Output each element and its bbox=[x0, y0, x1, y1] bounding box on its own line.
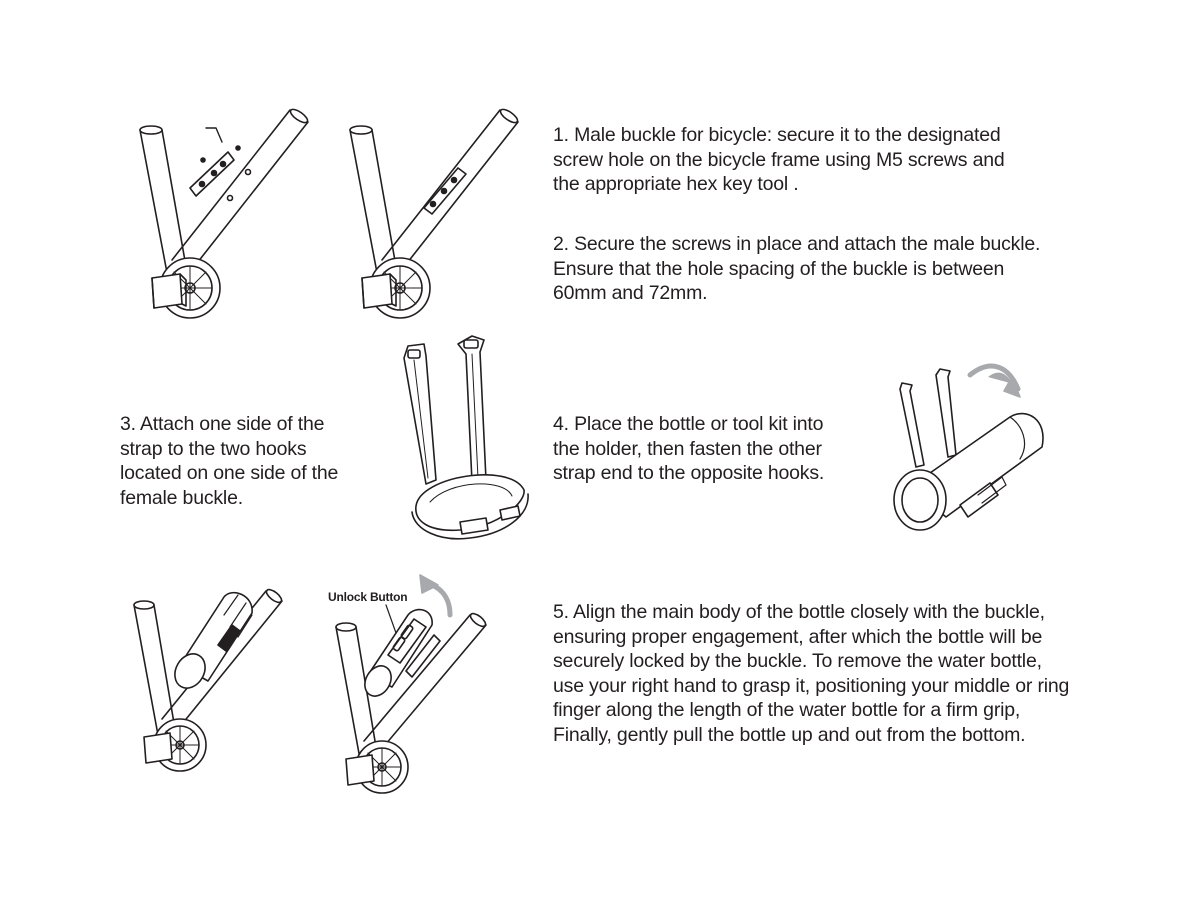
figure-step-4 bbox=[880, 355, 1060, 540]
step-4-text: 4. Place the bottle or tool kit into the… bbox=[553, 413, 825, 484]
unlock-button-label: Unlock Button bbox=[328, 590, 408, 604]
step-5-text: 5. Align the main body of the bottle clo… bbox=[553, 601, 1070, 746]
figure-step-2 bbox=[340, 100, 540, 320]
step-1-text: 1. Male buckle for bicycle: secure it to… bbox=[553, 124, 1005, 195]
step-3-text: 3. Attach one side of the strap to the t… bbox=[120, 413, 339, 509]
figure-step-1 bbox=[130, 100, 330, 320]
figure-step-3 bbox=[400, 330, 540, 545]
figure-step-5-unlock bbox=[330, 575, 500, 790]
figure-step-5-mounted bbox=[128, 585, 298, 775]
step-2-text: 2. Secure the screws in place and attach… bbox=[553, 233, 1041, 304]
